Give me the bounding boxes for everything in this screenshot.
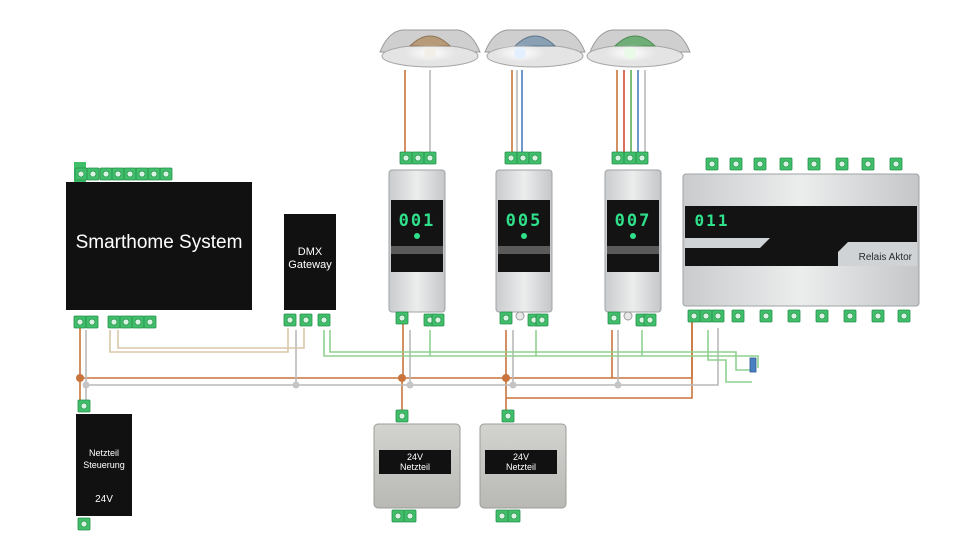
wires (79, 70, 759, 412)
psu-24v-2: 24V Netzteil (479, 409, 567, 523)
psu-control-line2: Steuerung (83, 460, 125, 470)
dimmer-3-status-led (630, 233, 636, 239)
relay-label: Relais Aktor (859, 252, 913, 263)
psu-2-line2: Netzteil (506, 462, 536, 472)
dimmer-2-display: 005 (506, 211, 543, 231)
dmx-dimmer-2: 005 (495, 151, 553, 327)
relay-display: 011 (695, 211, 730, 230)
psu-2-line1: 24V (513, 452, 529, 462)
led-downlight-1 (379, 29, 481, 68)
dmx-gateway-line1: DMX (298, 246, 323, 258)
dmx-dimmer-1: 001 (388, 151, 446, 327)
junction-dots (76, 374, 622, 389)
psu-1-line2: Netzteil (400, 462, 430, 472)
psu-24v-1: 24V Netzteil (373, 409, 461, 523)
smarthome-system: Smarthome System (66, 162, 252, 329)
dimmer-2-status-led (521, 233, 527, 239)
dmx-gateway: DMX Gateway (283, 214, 336, 327)
dmx-dimmer-3: 007 (604, 151, 662, 327)
psu-control-line1: Netzteil (89, 448, 119, 458)
led-light-2 (514, 47, 526, 59)
dmx-gateway-line2: Gateway (288, 259, 332, 271)
led-downlight-3 (586, 29, 691, 68)
psu-control-voltage: 24V (95, 494, 113, 505)
led-downlight-2 (484, 29, 586, 68)
dimmer-1-status-led (414, 233, 420, 239)
dimmer-1-display: 001 (399, 211, 436, 231)
psu-1-line1: 24V (407, 452, 423, 462)
relay-actuator: 011 Relais Aktor (682, 157, 920, 323)
led-light-1 (424, 47, 436, 59)
psu-control: Netzteil Steuerung 24V (76, 399, 132, 531)
dimmer-3-display: 007 (615, 211, 652, 231)
smarthome-label: Smarthome System (76, 232, 243, 253)
led-light-3 (624, 47, 636, 59)
